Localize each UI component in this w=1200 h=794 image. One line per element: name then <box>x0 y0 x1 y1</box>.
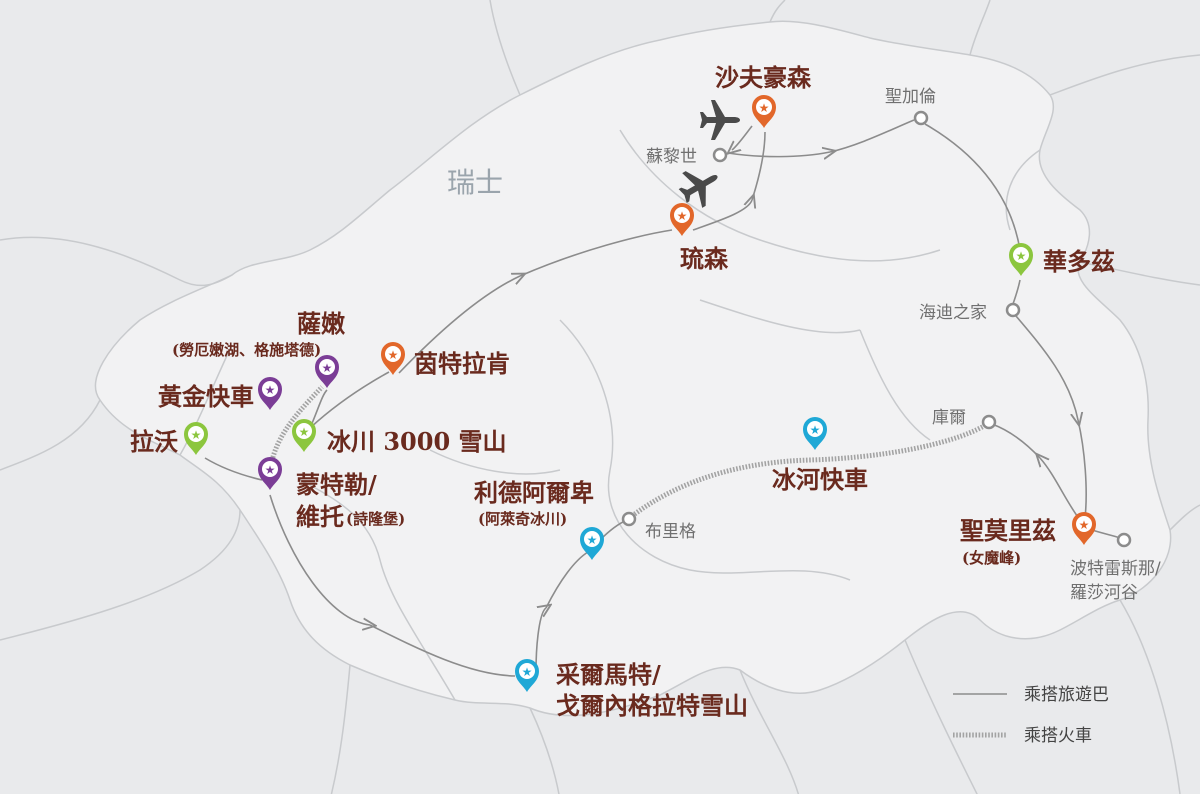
town-dot-stgallen <box>913 110 929 126</box>
label-saanen-sub: (勞厄嫩湖、格施塔德) <box>172 341 321 359</box>
label-golden-pass: 黃金快車 <box>158 382 254 411</box>
label-schaffhausen: 沙夫豪森 <box>715 63 812 92</box>
svg-text:★: ★ <box>388 348 399 362</box>
route-heidi-stmoritz <box>1015 315 1078 420</box>
label-heidiland: 海迪之家 <box>919 303 987 323</box>
svg-text:★: ★ <box>265 383 276 397</box>
legend-bus-label: 乘搭旅遊巴 <box>1024 685 1109 705</box>
pin-schaffhausen[interactable]: ★ <box>752 95 776 128</box>
route-schaffhausen-zurich <box>732 125 753 150</box>
pin-glacier-express[interactable]: ★ <box>803 417 827 450</box>
legend-train-label: 乘搭火車 <box>1024 726 1092 746</box>
label-montreux-2: 維托 <box>296 502 344 531</box>
label-poschiavo-2: 羅莎河谷 <box>1070 583 1138 603</box>
svg-text:★: ★ <box>1079 518 1090 532</box>
route-heidi-stmoritz-2 <box>1077 419 1087 519</box>
label-interlaken: 茵特拉肯 <box>414 349 510 378</box>
town-dot-zurich <box>712 147 728 163</box>
pin-interlaken[interactable]: ★ <box>381 342 405 375</box>
label-montreux-sub: (詩隆堡) <box>346 510 405 528</box>
svg-text:★: ★ <box>587 533 598 547</box>
town-markers <box>621 110 1132 548</box>
svg-text:★: ★ <box>759 101 770 115</box>
pin-zermatt[interactable]: ★ <box>515 659 539 692</box>
label-lavaux: 拉沃 <box>130 427 178 456</box>
svg-text:★: ★ <box>191 428 202 442</box>
svg-text:★: ★ <box>1016 249 1027 263</box>
town-dot-chur <box>981 414 997 430</box>
town-dot-poschiavo <box>1116 532 1132 548</box>
bus-routes <box>204 119 1121 677</box>
route-interlaken-lucerne-2 <box>519 229 673 277</box>
pin-montreux[interactable]: ★ <box>258 457 282 490</box>
pin-stmoritz[interactable]: ★ <box>1072 512 1096 545</box>
label-stmoritz: 聖莫里茲 <box>960 516 1056 545</box>
route-brig-chur-train <box>630 423 986 519</box>
country-label: 瑞士 <box>447 166 503 199</box>
svg-text:★: ★ <box>522 665 533 679</box>
town-dot-brig <box>621 511 637 527</box>
label-brig: 布里格 <box>645 522 696 542</box>
label-zermatt-2: 戈爾內格拉特雪山 <box>556 691 748 720</box>
switzerland-land <box>94 20 1172 717</box>
route-zurich-stgallen-2 <box>829 119 915 153</box>
route-interlaken-lucerne <box>398 276 520 374</box>
label-vaduz: 華多茲 <box>1043 247 1115 276</box>
route-zermatt-riederalp-2 <box>545 551 589 609</box>
pin-riederalp[interactable]: ★ <box>580 527 604 560</box>
svg-text:★: ★ <box>265 463 276 477</box>
pin-glacier3000[interactable]: ★ <box>292 419 316 452</box>
label-stmoritz-sub: (女魔峰) <box>962 549 1021 567</box>
route-montreux-zermatt-2 <box>369 624 516 677</box>
label-glacier3000: 冰川 3000 雪山 <box>327 427 507 456</box>
route-stgallen-vaduz <box>924 123 1021 251</box>
pin-lucerne[interactable]: ★ <box>670 203 694 236</box>
label-chur: 庫爾 <box>932 408 966 428</box>
town-dot-heidiland <box>1005 302 1021 318</box>
label-montreux: 蒙特勒/ <box>296 470 377 499</box>
route-stmoritz-chur <box>1040 458 1081 521</box>
label-zermatt: 采爾馬特/ <box>556 660 661 689</box>
route-lavaux-montreux <box>204 457 263 481</box>
pin-golden-pass[interactable]: ★ <box>258 377 282 410</box>
route-lucerne-schaffhausen-2 <box>751 131 766 201</box>
route-montreux-zermatt <box>269 494 370 625</box>
label-zurich: 蘇黎世 <box>646 147 697 167</box>
pin-vaduz[interactable]: ★ <box>1009 243 1033 276</box>
label-riederalp: 利德阿爾卑 <box>474 478 594 507</box>
svg-text:★: ★ <box>299 425 310 439</box>
legend: 乘搭旅遊巴 乘搭火車 <box>953 685 1109 746</box>
pin-lavaux[interactable]: ★ <box>184 422 208 455</box>
label-lucerne: 琉森 <box>680 244 729 273</box>
svg-text:★: ★ <box>677 209 688 223</box>
label-saanen: 薩嫩 <box>297 309 346 338</box>
route-vaduz-heidi <box>1012 279 1021 305</box>
label-glacier-express: 冰河快車 <box>772 465 868 494</box>
label-poschiavo: 波特雷斯那/ <box>1070 559 1161 579</box>
pin-saanen[interactable]: ★ <box>315 355 339 388</box>
route-stmoritz-chur-2 <box>991 423 1041 459</box>
label-riederalp-sub: (阿萊奇冰川) <box>478 510 567 528</box>
svg-text:★: ★ <box>810 423 821 437</box>
route-glacier3000-interlaken <box>309 371 390 429</box>
svg-text:★: ★ <box>322 361 333 375</box>
label-stgallen: 聖加倫 <box>885 87 936 107</box>
train-routes <box>267 385 986 519</box>
route-lucerne-schaffhausen <box>692 200 752 231</box>
